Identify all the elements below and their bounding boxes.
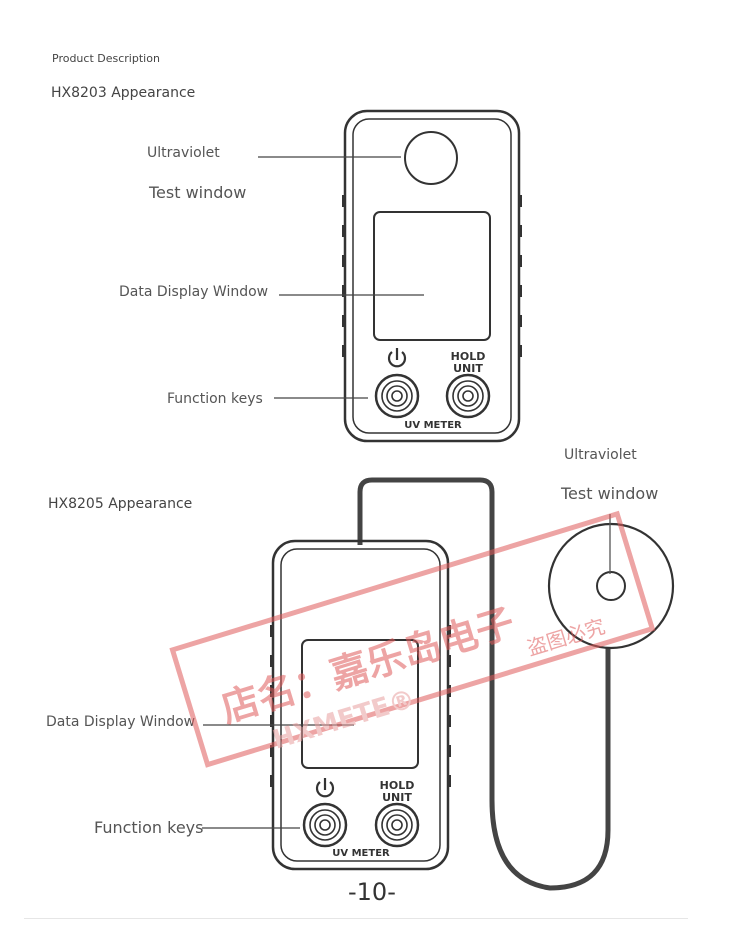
device-inner-shell [280,548,441,862]
uv-sensor-window [404,131,458,185]
label-uv-window-line2: Test window [561,484,659,503]
page-number: -10- [348,878,396,906]
section-title-hx8203: HX8203 Appearance [51,85,196,101]
leader-lines-hx8203 [258,156,424,399]
unit-label: UNIT [453,362,483,375]
hx8203-device [342,109,522,443]
unit-label: UNIT [382,791,412,804]
label-function-keys: Function keys [94,818,204,837]
probe-sensor-window [596,571,626,601]
probe-cable [357,477,611,891]
side-grips [342,195,522,357]
label-function-keys: Function keys [167,391,263,407]
side-grips [270,625,451,787]
hold-unit-button [374,802,420,848]
device-outer-shell [343,109,521,443]
brand-label: UV METER [332,848,390,859]
hold-label: HOLD [380,779,415,792]
label-display-window: Data Display Window [46,714,196,730]
power-icon [387,348,407,368]
hold-label: HOLD [451,350,486,363]
watermark-frame [169,510,656,768]
device-inner-shell [352,118,512,434]
power-button [302,802,348,848]
brand-label: UV METER [404,420,462,431]
watermark-stamp: 店名：嘉乐岛电子 HXMETE® 盗图必究 [169,510,656,768]
lcd-display [301,639,419,769]
power-button [374,373,420,419]
hold-unit-button [445,373,491,419]
label-uv-window-line2: Test window [149,183,247,202]
hx8205-device [270,539,451,871]
footer-divider [24,918,688,919]
section-title-hx8205: HX8205 Appearance [48,496,193,512]
power-icon [315,778,335,798]
uv-probe [547,522,675,650]
probe-body [547,522,675,650]
page-header: Product Description [52,52,160,65]
lcd-display [373,211,491,341]
label-display-window: Data Display Window [119,284,269,300]
device-outer-shell [271,539,450,871]
label-uv-window-line1: Ultraviolet [564,447,637,463]
label-uv-window-line1: Ultraviolet [147,145,220,161]
